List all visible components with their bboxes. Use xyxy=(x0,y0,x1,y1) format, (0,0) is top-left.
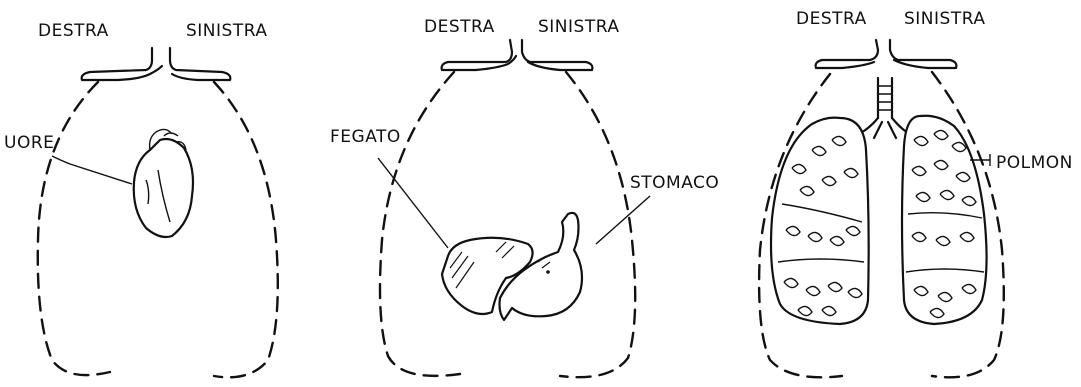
neck-outline xyxy=(82,48,231,80)
label-sinistra: SINISTRA xyxy=(186,21,267,41)
label-stomach: STOMACO xyxy=(630,173,719,193)
stomach-pointer xyxy=(596,196,650,244)
panel-heart: DESTRA SINISTRA UORE xyxy=(4,21,278,377)
label-sinistra: SINISTRA xyxy=(904,9,985,29)
panel-lungs: DESTRA SINISTRA POLMON xyxy=(759,9,1073,377)
neck-outline xyxy=(816,40,957,68)
torso-left-outline xyxy=(214,82,278,377)
right-lung-icon xyxy=(771,118,869,324)
label-destra: DESTRA xyxy=(38,21,109,41)
torso-right-outline xyxy=(380,72,460,376)
label-destra: DESTRA xyxy=(424,17,495,37)
heart-icon xyxy=(134,129,193,237)
label-sinistra: SINISTRA xyxy=(538,17,619,37)
label-liver: FEGATO xyxy=(330,127,401,147)
torso-right-outline xyxy=(38,82,110,375)
label-heart: UORE xyxy=(4,133,54,153)
trachea-icon xyxy=(858,78,910,138)
panel-liver-stomach: DESTRA SINISTRA FEGATO STOMACO xyxy=(330,17,719,377)
label-lungs: POLMON xyxy=(996,153,1073,173)
label-destra: DESTRA xyxy=(796,9,867,29)
heart-pointer xyxy=(52,156,132,184)
left-lung-icon xyxy=(902,116,987,324)
neck-outline xyxy=(442,40,593,70)
